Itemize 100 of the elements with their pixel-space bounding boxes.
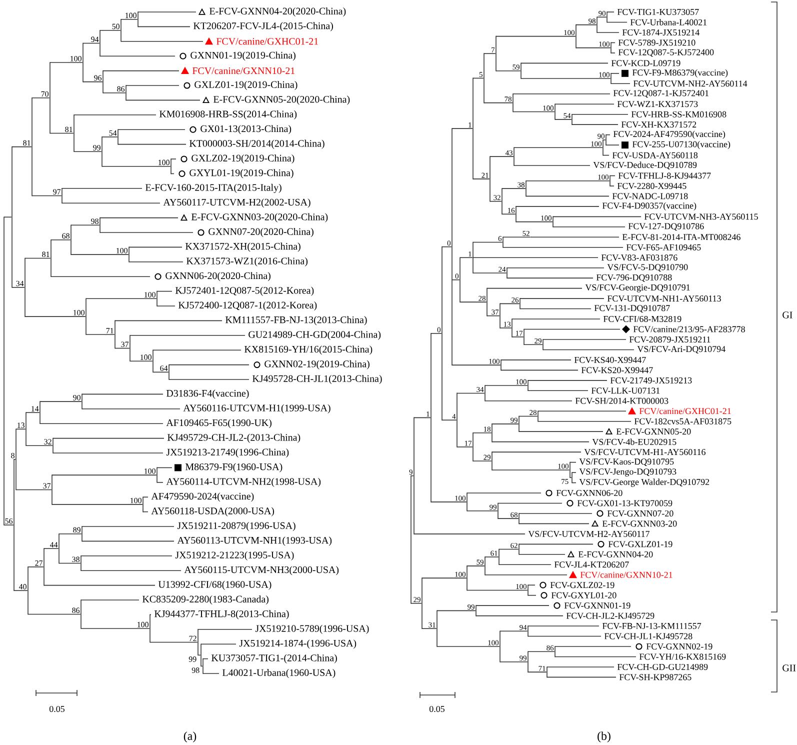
taxon-label: FCV/canine/GXHC01-21 <box>216 38 318 45</box>
tree-branch <box>502 188 526 189</box>
tree-branch <box>126 85 180 86</box>
taxon-label: GXLZ01-19(2019-China) <box>194 80 298 90</box>
taxon-label: FCV-GXNN02-19 <box>646 643 712 650</box>
tree-branch <box>512 336 524 338</box>
taxon-label: FCV-12Q087-5-KJ572400 <box>618 49 714 57</box>
panel-caption: (b) <box>598 732 610 742</box>
tree-branch <box>436 646 500 647</box>
tree-branch <box>436 610 476 612</box>
scale-value: 0.05 <box>430 706 444 712</box>
tree-branch <box>606 22 628 23</box>
taxon-label: FCV-GXYL01-20 <box>551 592 616 598</box>
genogroup-label: GII <box>782 664 796 672</box>
taxon-label: FCV-LLK-U07131 <box>591 388 660 394</box>
taxon-label: U13992-CFI/68(1960-USA) <box>158 580 272 590</box>
tree-branch <box>156 482 164 483</box>
tree-branch <box>472 242 503 243</box>
genogroup-label: GI <box>782 312 792 318</box>
tree-branch <box>572 482 576 484</box>
tree-branch <box>538 420 632 422</box>
taxon-label: M86379-F9(1960-USA) <box>186 463 282 472</box>
tree-branch <box>576 24 597 26</box>
tree-branch <box>500 630 528 632</box>
taxon-label: FCV-21749-JX519213 <box>610 377 692 384</box>
taxon-label: AY560113-UTCVM-NH1(1993-USA) <box>177 536 332 546</box>
tree-branch <box>500 303 520 304</box>
taxon-label: FCV-1874-JX519214 <box>622 29 700 36</box>
tree-branch <box>12 146 32 148</box>
tree-branch <box>74 114 156 116</box>
taxon-label: AY560116-UTCVM-H1(1999-USA) <box>183 404 330 414</box>
tree-branch <box>130 360 153 362</box>
tree-branch <box>484 385 528 386</box>
tree-branch <box>502 214 516 215</box>
taxon-label: E-FCV-GXNN05-20(2020-China) <box>214 96 350 105</box>
tree-branch <box>126 100 200 101</box>
taxon-label: FCV-182cvs5A-AF031875 <box>634 418 732 424</box>
taxon-label: FCV-V83-AF031876 <box>601 254 678 261</box>
tree-branch <box>86 334 115 335</box>
taxon-label: FCV-2280-X99445 <box>617 182 686 190</box>
tree-branch <box>476 615 564 616</box>
tree-branch <box>120 18 138 20</box>
tree-branch <box>476 605 550 606</box>
tree-branch <box>142 511 148 512</box>
taxon-label: GXNN07-20(2020-China) <box>208 228 314 238</box>
taxon-label: FCV-131-DQ910787 <box>594 305 670 312</box>
taxon-label: GU214989-CH-GD(2004-China) <box>248 330 381 340</box>
tree-branch <box>150 642 198 643</box>
taxon-label: JX519213-21749(1996-China) <box>166 448 289 458</box>
taxon-label: FCV-20879-JX519211 <box>629 336 710 343</box>
tree-branch <box>518 431 604 432</box>
tree-branch <box>24 258 51 259</box>
tree-branch <box>466 492 542 494</box>
tree-branch <box>514 147 603 148</box>
taxon-label: FCV-F9-M86379(vaccine) <box>632 69 728 78</box>
tree-branch <box>484 400 572 402</box>
tree-branch <box>466 510 498 512</box>
taxon-label: FCV-SH/2014-KT000003 <box>575 398 668 404</box>
taxon-label: FCV-JL4-KT206207 <box>554 562 629 568</box>
taxon-label: FCV-GXNN01-19 <box>564 602 630 609</box>
tree-branch <box>40 423 164 424</box>
tree-branch <box>602 154 610 156</box>
tree-branch <box>130 335 246 336</box>
tree-branch <box>490 156 514 157</box>
tree-branch <box>452 279 460 280</box>
tree-branch <box>554 646 632 647</box>
taxon-label: E-FCV-GXNN05-20 <box>616 428 691 435</box>
taxon-label: AY560118-USDA(2000-USA) <box>151 507 274 516</box>
taxon-label: GX01-13(2013-China) <box>200 125 292 134</box>
tree-branch <box>554 119 572 120</box>
tree-branch <box>442 246 452 248</box>
tree-branch <box>168 364 250 366</box>
tree-branch <box>528 584 536 586</box>
tree-branch <box>606 144 620 146</box>
taxon-label: JX519210-5789(1996-USA) <box>255 624 369 634</box>
tree-branch <box>102 166 171 167</box>
tree-branch <box>128 246 182 248</box>
tree-branch <box>452 128 473 129</box>
taxon-label: FCV-255-U07130(vaccine) <box>632 140 730 150</box>
tree-branch <box>472 272 507 274</box>
tree-branch <box>496 36 576 37</box>
tree-branch <box>498 502 562 504</box>
tree-branch <box>50 276 150 277</box>
tree-branch <box>610 42 616 44</box>
tree-branch <box>542 349 634 350</box>
tree-branch <box>576 47 611 48</box>
tree-branch <box>44 548 59 549</box>
tree-branch <box>410 475 414 476</box>
tree-branch <box>170 173 174 174</box>
tree-branch <box>528 594 536 596</box>
tree-branch <box>486 288 582 289</box>
tree-branch <box>4 216 12 218</box>
tree-branch <box>198 654 201 656</box>
tree-branch <box>554 656 636 658</box>
taxon-label: FCV-SH-KP987265 <box>619 674 692 680</box>
taxon-label: E-FCV-GXNN03-20 <box>602 520 677 527</box>
tree-branch <box>506 267 604 268</box>
tree-branch <box>490 200 502 202</box>
tree-branch <box>100 30 121 31</box>
taxon-label: VS/FCV-Ari-DQ910794 <box>637 346 726 354</box>
